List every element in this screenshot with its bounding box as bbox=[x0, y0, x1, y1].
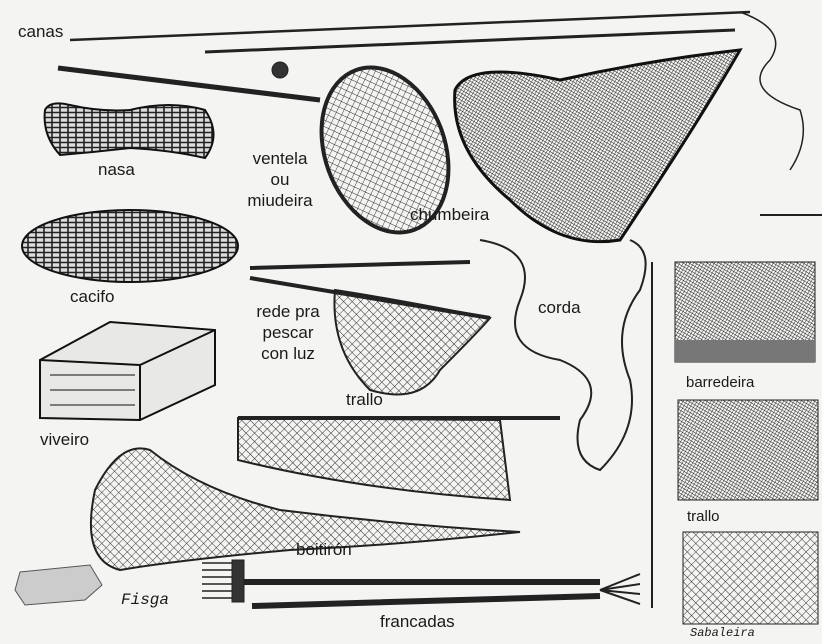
trallo-net-drawing bbox=[237, 416, 560, 502]
sabaleira-panel-drawing bbox=[682, 531, 819, 625]
label-cacifo: cacifo bbox=[70, 287, 115, 306]
ventela-net-drawing bbox=[57, 65, 451, 235]
nasa-trap-drawing bbox=[43, 102, 215, 160]
cacifo-trap-drawing bbox=[21, 209, 239, 283]
label-canas: canas bbox=[18, 22, 64, 41]
divider-line bbox=[651, 214, 822, 608]
label-viveiro: viveiro bbox=[40, 430, 90, 449]
label-trallo-center: trallo bbox=[346, 390, 383, 409]
label-barredeira: barredeira bbox=[686, 374, 755, 391]
label-sabaleira: Sabaleira bbox=[690, 626, 755, 640]
label-ventela-line: ventela bbox=[252, 149, 308, 168]
label-rede-luz-line: con luz bbox=[261, 344, 315, 363]
viveiro-box-drawing bbox=[39, 320, 216, 422]
label-ventela-line: miudeira bbox=[247, 191, 313, 210]
label-corda: corda bbox=[538, 298, 581, 317]
label-rede-luz-line: rede pra bbox=[256, 302, 320, 321]
corda-rope-drawing bbox=[479, 239, 647, 472]
canas-rods-drawing bbox=[69, 10, 805, 171]
label-boitiron: boitirón bbox=[296, 540, 352, 559]
francadas-drawing bbox=[202, 559, 641, 609]
boitiron-trap-drawing bbox=[14, 447, 521, 606]
label-ventela-line: ou bbox=[270, 170, 290, 189]
label-fisga: Fisga bbox=[121, 591, 170, 609]
trallo-panel-drawing bbox=[677, 399, 819, 501]
rede-luz-net-drawing bbox=[249, 260, 492, 396]
label-nasa: nasa bbox=[98, 160, 135, 179]
label-ventela: ventela ou miudeira bbox=[240, 148, 320, 211]
label-chumbeira: chumbeira bbox=[410, 205, 490, 224]
label-rede-luz: rede pra pescar con luz bbox=[248, 301, 328, 364]
chumbeira-net-drawing bbox=[453, 48, 743, 244]
label-rede-luz-line: pescar bbox=[262, 323, 314, 342]
barredeira-panel-drawing bbox=[674, 261, 816, 363]
label-trallo-right: trallo bbox=[687, 508, 720, 525]
label-francadas: francadas bbox=[380, 612, 455, 631]
